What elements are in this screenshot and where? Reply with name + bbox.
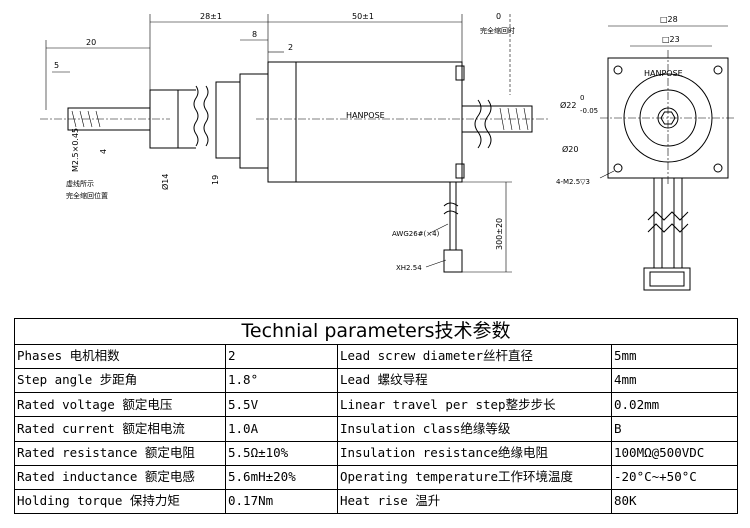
connector-spec: XH2.54 <box>396 264 422 272</box>
dashed-note-2: 完全缩回位置 <box>66 191 108 200</box>
param-value: -20°C~+50°C <box>610 464 739 490</box>
param-value: 0.17Nm <box>225 488 338 515</box>
param-value: 1.8° <box>225 368 338 394</box>
wire-spec: AWG26#(×4) <box>392 230 440 238</box>
dim-full-retract: 完全缩回时 <box>480 26 515 35</box>
parameters-table: Technial parameters技术参数 Phases 电机相数 2 Le… <box>13 318 739 515</box>
table-row: Rated current 额定相电流 1.0A Insulation clas… <box>14 416 739 442</box>
table-row: Rated voltage 额定电压 5.5V Linear travel pe… <box>14 392 739 418</box>
param-value: 4mm <box>610 368 739 394</box>
param-value: 2 <box>225 343 338 370</box>
dim-zero: 0 <box>496 12 501 21</box>
table-row: Holding torque 保持力矩 0.17Nm Heat rise 温升 … <box>14 488 739 515</box>
param-value: 5mm <box>610 343 739 370</box>
dim-sq28: □28 <box>660 15 678 24</box>
dim-8: 8 <box>252 30 257 39</box>
param-value: 1.0A <box>225 416 338 442</box>
param-label: Operating temperature工作环境温度 <box>337 464 612 490</box>
param-label: Lead screw diameter丝杆直径 <box>337 343 612 370</box>
brand-side: HANPOSE <box>346 111 385 120</box>
dashed-note-1: 虚线所示 <box>66 179 94 188</box>
dim-20: 20 <box>86 38 96 47</box>
param-value: 5.5Ω±10% <box>225 440 338 466</box>
dim-phi22: Ø22 <box>560 100 576 110</box>
dim-phi22-tol-bot: -0.05 <box>580 107 598 115</box>
table-row: Step angle 步距角 1.8° Lead 螺纹导程 4mm <box>14 368 739 394</box>
param-label: Rated resistance 额定电阻 <box>14 440 226 466</box>
param-label: Heat rise 温升 <box>337 488 612 515</box>
param-value: 80K <box>610 488 739 515</box>
param-label: Rated inductance 额定电感 <box>14 464 226 490</box>
brand-front: HANPOSE <box>644 69 683 78</box>
param-value: B <box>610 416 739 442</box>
table-row: Phases 电机相数 2 Lead screw diameter丝杆直径 5m… <box>14 343 739 370</box>
dim-holes: 4-M2.5▽3 <box>556 178 590 186</box>
dim-5: 5 <box>54 61 59 70</box>
table-title: Technial parameters技术参数 <box>13 318 739 345</box>
dim-19: 19 <box>211 175 220 185</box>
dim-28: 28±1 <box>200 12 222 21</box>
param-label: Insulation class绝缘等级 <box>337 416 612 442</box>
table-row: Rated inductance 额定电感 5.6mH±20% Operatin… <box>14 464 739 490</box>
param-label: Rated current 额定相电流 <box>14 416 226 442</box>
dim-phi22-tol-top: 0 <box>580 94 584 102</box>
table-row: Rated resistance 额定电阻 5.5Ω±10% Insulatio… <box>14 440 739 466</box>
param-label: Holding torque 保持力矩 <box>14 488 226 515</box>
dim-wire-len: 300±20 <box>495 218 504 250</box>
dim-50: 50±1 <box>352 12 374 21</box>
param-label: Linear travel per step整步步长 <box>337 392 612 418</box>
param-label: Insulation resistance绝缘电阻 <box>337 440 612 466</box>
dim-thread: M2.5×0.45 <box>71 128 80 172</box>
param-label: Lead 螺纹导程 <box>337 368 612 394</box>
dim-sq23: □23 <box>662 35 680 44</box>
param-label: Phases 电机相数 <box>14 343 226 370</box>
param-value: 100MΩ@500VDC <box>610 440 739 466</box>
param-value: 5.6mH±20% <box>225 464 338 490</box>
dim-2: 2 <box>288 43 293 52</box>
param-value: 0.02mm <box>610 392 739 418</box>
dim-phi14: Ø14 <box>160 174 170 190</box>
dim-phi20: Ø20 <box>562 144 578 154</box>
param-label: Step angle 步距角 <box>14 368 226 394</box>
dim-4: 4 <box>99 149 108 154</box>
technical-drawing: 28±1 50±1 0 完全缩回时 20 8 2 5 M2.5×0.45 4 Ø… <box>40 12 736 291</box>
param-value: 5.5V <box>225 392 338 418</box>
param-label: Rated voltage 额定电压 <box>14 392 226 418</box>
